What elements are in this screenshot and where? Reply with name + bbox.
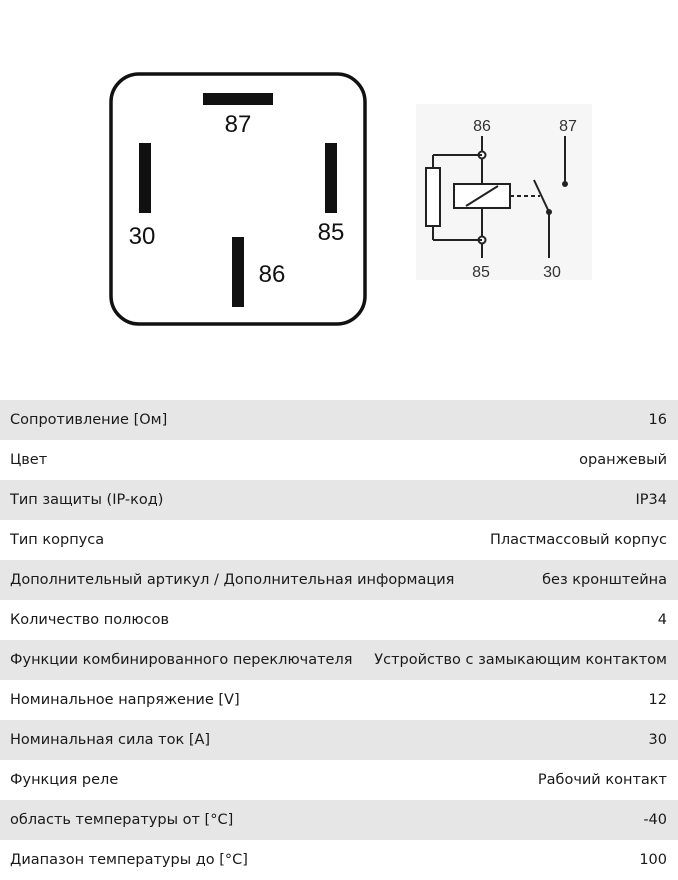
spec-row: Номинальная сила ток [A] 30 [0, 720, 678, 760]
spec-value: 16 [648, 412, 667, 428]
spec-value: 100 [639, 852, 667, 868]
spec-label: Количество полюсов [10, 612, 170, 628]
spec-value: без кронштейна [542, 572, 667, 588]
spec-value: IP34 [635, 492, 667, 508]
spec-label: Цвет [10, 452, 48, 468]
spec-row: Количество полюсов 4 [0, 600, 678, 640]
pin-label-85: 85 [318, 219, 345, 246]
spec-row: Функция реле Рабочий контакт [0, 760, 678, 800]
spec-value: оранжевый [579, 452, 667, 468]
spec-row: Диапазон температуры до [°C] 100 [0, 840, 678, 880]
pin-85-blade [325, 143, 337, 213]
pin-label-30: 30 [129, 223, 156, 250]
spec-value: -40 [643, 812, 667, 828]
spec-value: 12 [648, 692, 667, 708]
schematic-label-85: 85 [472, 264, 490, 281]
spec-row: область температуры от [°C] -40 [0, 800, 678, 840]
spec-row: Функции комбинированного переключателя У… [0, 640, 678, 680]
spec-row: Сопротивление [Ом] 16 [0, 400, 678, 440]
schematic-label-30: 30 [543, 264, 561, 281]
schematic-label-86: 86 [473, 118, 491, 135]
spec-label: Тип защиты (IP-код) [10, 492, 164, 508]
spec-label: Сопротивление [Ом] [10, 412, 168, 428]
relay-schematic [425, 136, 568, 258]
spec-row: Тип защиты (IP-код) IP34 [0, 480, 678, 520]
pin-30-blade [139, 143, 151, 213]
spec-label: Номинальная сила ток [A] [10, 732, 211, 748]
relay-diagram: 87 30 85 86 [0, 0, 678, 400]
spec-row: Цвет оранжевый [0, 440, 678, 480]
specs-table: Сопротивление [Ом] 16 Цвет оранжевый Тип… [0, 400, 678, 880]
relay-housing-outline [109, 72, 367, 326]
spec-row: Дополнительный артикул / Дополнительная … [0, 560, 678, 600]
spec-value: 4 [657, 612, 667, 628]
spec-value: Пластмассовый корпус [489, 532, 667, 548]
spec-label: Тип корпуса [10, 532, 105, 548]
spec-value: Рабочий контакт [537, 772, 667, 788]
spec-label: Номинальное напряжение [V] [10, 692, 240, 708]
pin-86-blade [232, 237, 244, 307]
spec-row: Тип корпуса Пластмассовый корпус [0, 520, 678, 560]
spec-label: Функции комбинированного переключателя [10, 652, 353, 668]
spec-label: область температуры от [°C] [10, 812, 234, 828]
relay-illustration: 87 30 85 86 [109, 72, 592, 326]
spec-label: Диапазон температуры до [°C] [10, 852, 248, 868]
spec-label: Дополнительный артикул / Дополнительная … [10, 572, 455, 588]
pin-label-87: 87 [225, 111, 252, 138]
spec-value: 30 [648, 732, 667, 748]
spec-label: Функция реле [10, 772, 119, 788]
pin-label-86: 86 [259, 261, 286, 288]
pin-87-blade [203, 93, 273, 105]
schematic-label-87: 87 [559, 118, 577, 135]
spec-row: Номинальное напряжение [V] 12 [0, 680, 678, 720]
spec-value: Устройство с замыкающим контактом [374, 652, 667, 668]
